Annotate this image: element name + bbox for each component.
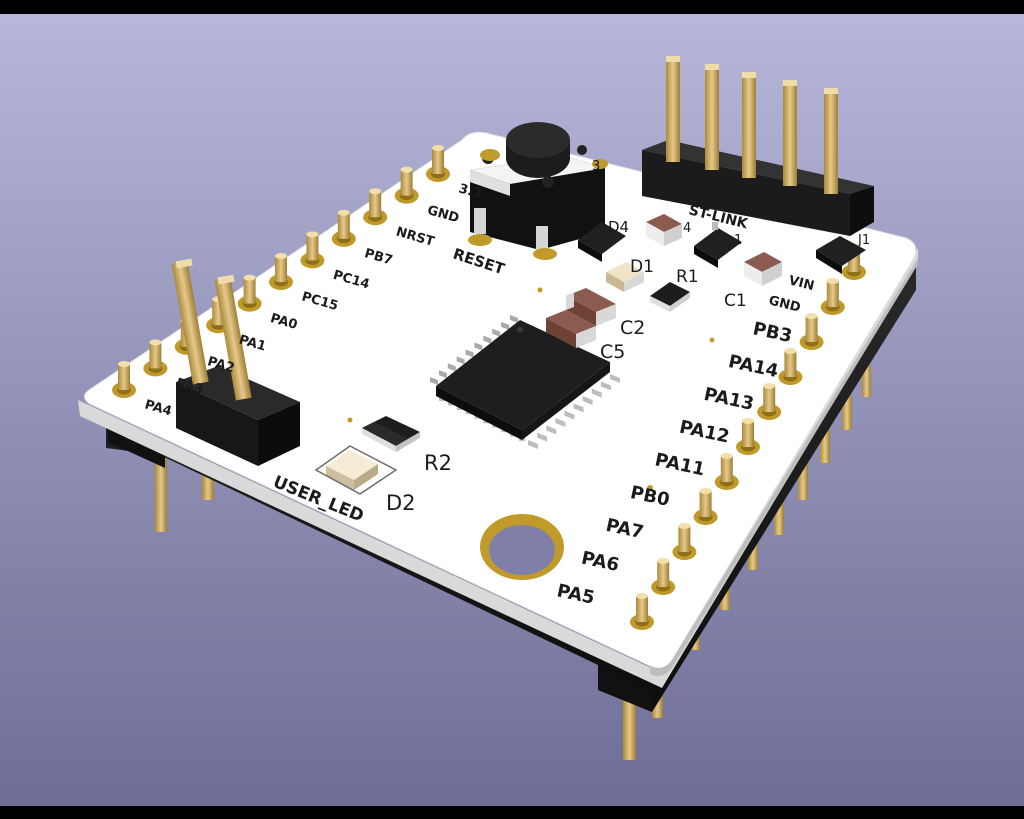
designator-d1: D1	[630, 257, 654, 277]
right-pin-1	[820, 278, 845, 315]
ic-leg	[600, 381, 611, 391]
bottom-letterbox	[0, 806, 1024, 819]
top-pin-10	[426, 145, 450, 182]
ic-leg	[573, 403, 584, 413]
top-pin-label-10: 3.3	[457, 181, 483, 202]
capacitor-c1	[744, 252, 782, 286]
right-pin-9	[651, 558, 676, 595]
right-pin-3	[778, 348, 803, 385]
ic-leg	[501, 321, 510, 330]
capacitor-c2	[566, 288, 616, 326]
ic-leg	[582, 396, 593, 405]
ic-leg	[564, 410, 575, 420]
designator-c4: 4	[683, 221, 691, 236]
resistor-r2	[362, 416, 420, 452]
top-letterbox	[0, 0, 1024, 14]
left-jumper-header	[171, 258, 300, 466]
top-pin-8	[363, 188, 388, 226]
right-pin-10	[630, 593, 654, 630]
ic-leg	[492, 328, 501, 337]
ic-leg	[465, 349, 474, 358]
ic-leg	[483, 335, 492, 344]
right-pin-4	[757, 383, 782, 420]
top-pin-label-2: PA2	[206, 354, 237, 376]
top-pin-5	[269, 253, 293, 290]
main-ic	[430, 315, 620, 449]
designator-j1: J1	[857, 233, 870, 248]
capacitor-c5	[546, 310, 596, 348]
left-bottom-header	[108, 425, 165, 468]
top-pin-4	[237, 274, 262, 312]
top-pin-6	[300, 231, 325, 269]
top-pin-0	[112, 361, 136, 398]
designator-c2: C2	[620, 317, 645, 339]
regulator	[694, 222, 742, 268]
ic-leg	[430, 377, 438, 385]
top-pin-label-3: PA1	[237, 333, 268, 355]
board-edge	[78, 248, 918, 688]
designator-d2: D2	[386, 491, 416, 515]
ic-leg	[537, 432, 548, 442]
designator-c1: C1	[724, 291, 747, 311]
diode-d1	[606, 262, 644, 292]
designator-r3: 3	[592, 159, 600, 174]
capacitor-c4	[646, 214, 682, 246]
top-pin-label-4: PA0	[268, 311, 299, 333]
smd-components	[314, 214, 866, 495]
right-pin-5	[736, 418, 760, 455]
diode-d4	[578, 222, 626, 262]
top-pin-label-0: PA4	[143, 397, 174, 419]
ic-leg	[546, 425, 557, 435]
right-pin-6	[714, 453, 739, 490]
right-pin-8	[672, 523, 697, 560]
designator-c5: C5	[600, 341, 625, 363]
component-j1	[816, 236, 866, 274]
top-pin-9	[394, 166, 419, 204]
ic-leg	[528, 440, 538, 449]
ic-leg	[555, 418, 566, 427]
ic-leg	[438, 370, 447, 379]
right-pin-7	[693, 488, 718, 525]
mounting-hole	[480, 514, 564, 580]
ic-leg	[591, 388, 602, 398]
reset-button	[468, 122, 608, 260]
top-pin-label-1: PA3	[174, 376, 205, 398]
ic-leg	[456, 356, 465, 365]
right-pin-2	[799, 313, 824, 350]
designator-d4: D4	[608, 218, 629, 236]
vin-label: VIN	[787, 273, 816, 294]
st-link-header	[642, 56, 874, 236]
top-pin-1	[143, 339, 168, 377]
ic-leg	[474, 342, 483, 351]
designator-r2: R2	[424, 451, 452, 475]
ic-leg	[610, 374, 620, 383]
designator-labels: D1 R1 C1 C2 C5 R2 D2 D4 4 3 1 J1	[386, 159, 870, 515]
resistor-r1	[650, 282, 690, 312]
designator-u1: 1	[734, 233, 742, 248]
right-bottom-header	[598, 668, 652, 712]
ic-leg	[510, 315, 518, 323]
designator-r1: R1	[676, 267, 699, 287]
led-d2	[314, 445, 398, 495]
top-pin-7	[331, 209, 356, 247]
ic-leg	[447, 363, 456, 372]
